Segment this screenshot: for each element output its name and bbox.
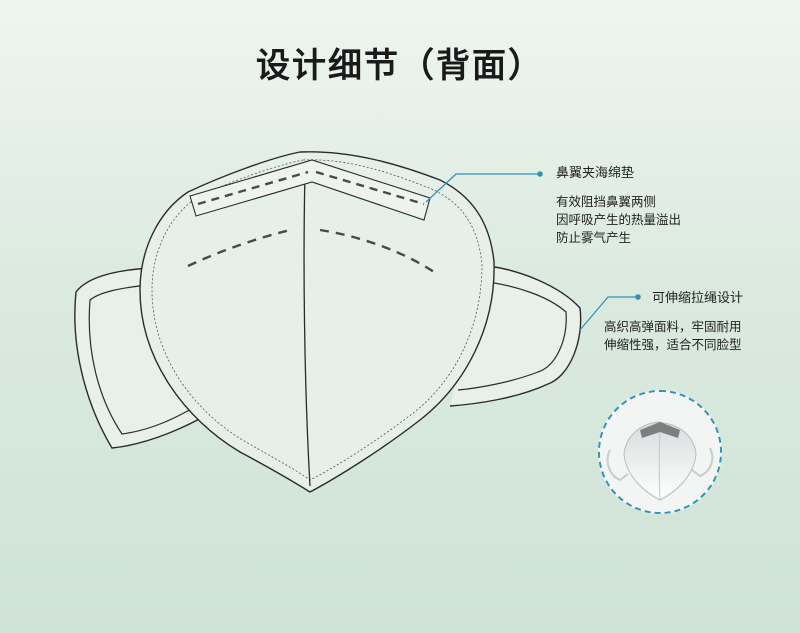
strap-line-2: 伸缩性强，适合不同脸型 xyxy=(604,337,742,352)
strap-line-1: 高织高弹面料，牢固耐用 xyxy=(604,319,742,334)
nose-pad-callout: 鼻翼夹海绵垫 有效阻挡鼻翼两侧 因呼吸产生的热量溢出 防止雾气产生 xyxy=(556,165,681,247)
left-ear-strap xyxy=(74,267,213,449)
strap-heading: 可伸缩拉绳设计 xyxy=(652,291,744,306)
mask-body xyxy=(139,151,495,493)
mask-photo-icon xyxy=(600,392,720,512)
nose-foam-pad xyxy=(189,159,431,221)
nose-pad-line-2: 因呼吸产生的热量溢出 xyxy=(556,212,682,227)
fold-lines xyxy=(187,228,435,273)
mask-photo-thumbnail xyxy=(598,390,722,514)
page-title: 设计细节（背面） xyxy=(256,46,544,86)
nose-pad-leader xyxy=(425,171,543,203)
nose-pad-heading: 鼻翼夹海绵垫 xyxy=(556,166,635,181)
strap-leader xyxy=(579,294,641,331)
strap-callout: 可伸缩拉绳设计 高织高弹面料，牢固耐用 伸缩性强，适合不同脸型 xyxy=(604,290,744,354)
nose-pad-line-3: 防止雾气产生 xyxy=(556,230,632,245)
nose-pad-line-1: 有效阻挡鼻翼两侧 xyxy=(556,194,657,209)
